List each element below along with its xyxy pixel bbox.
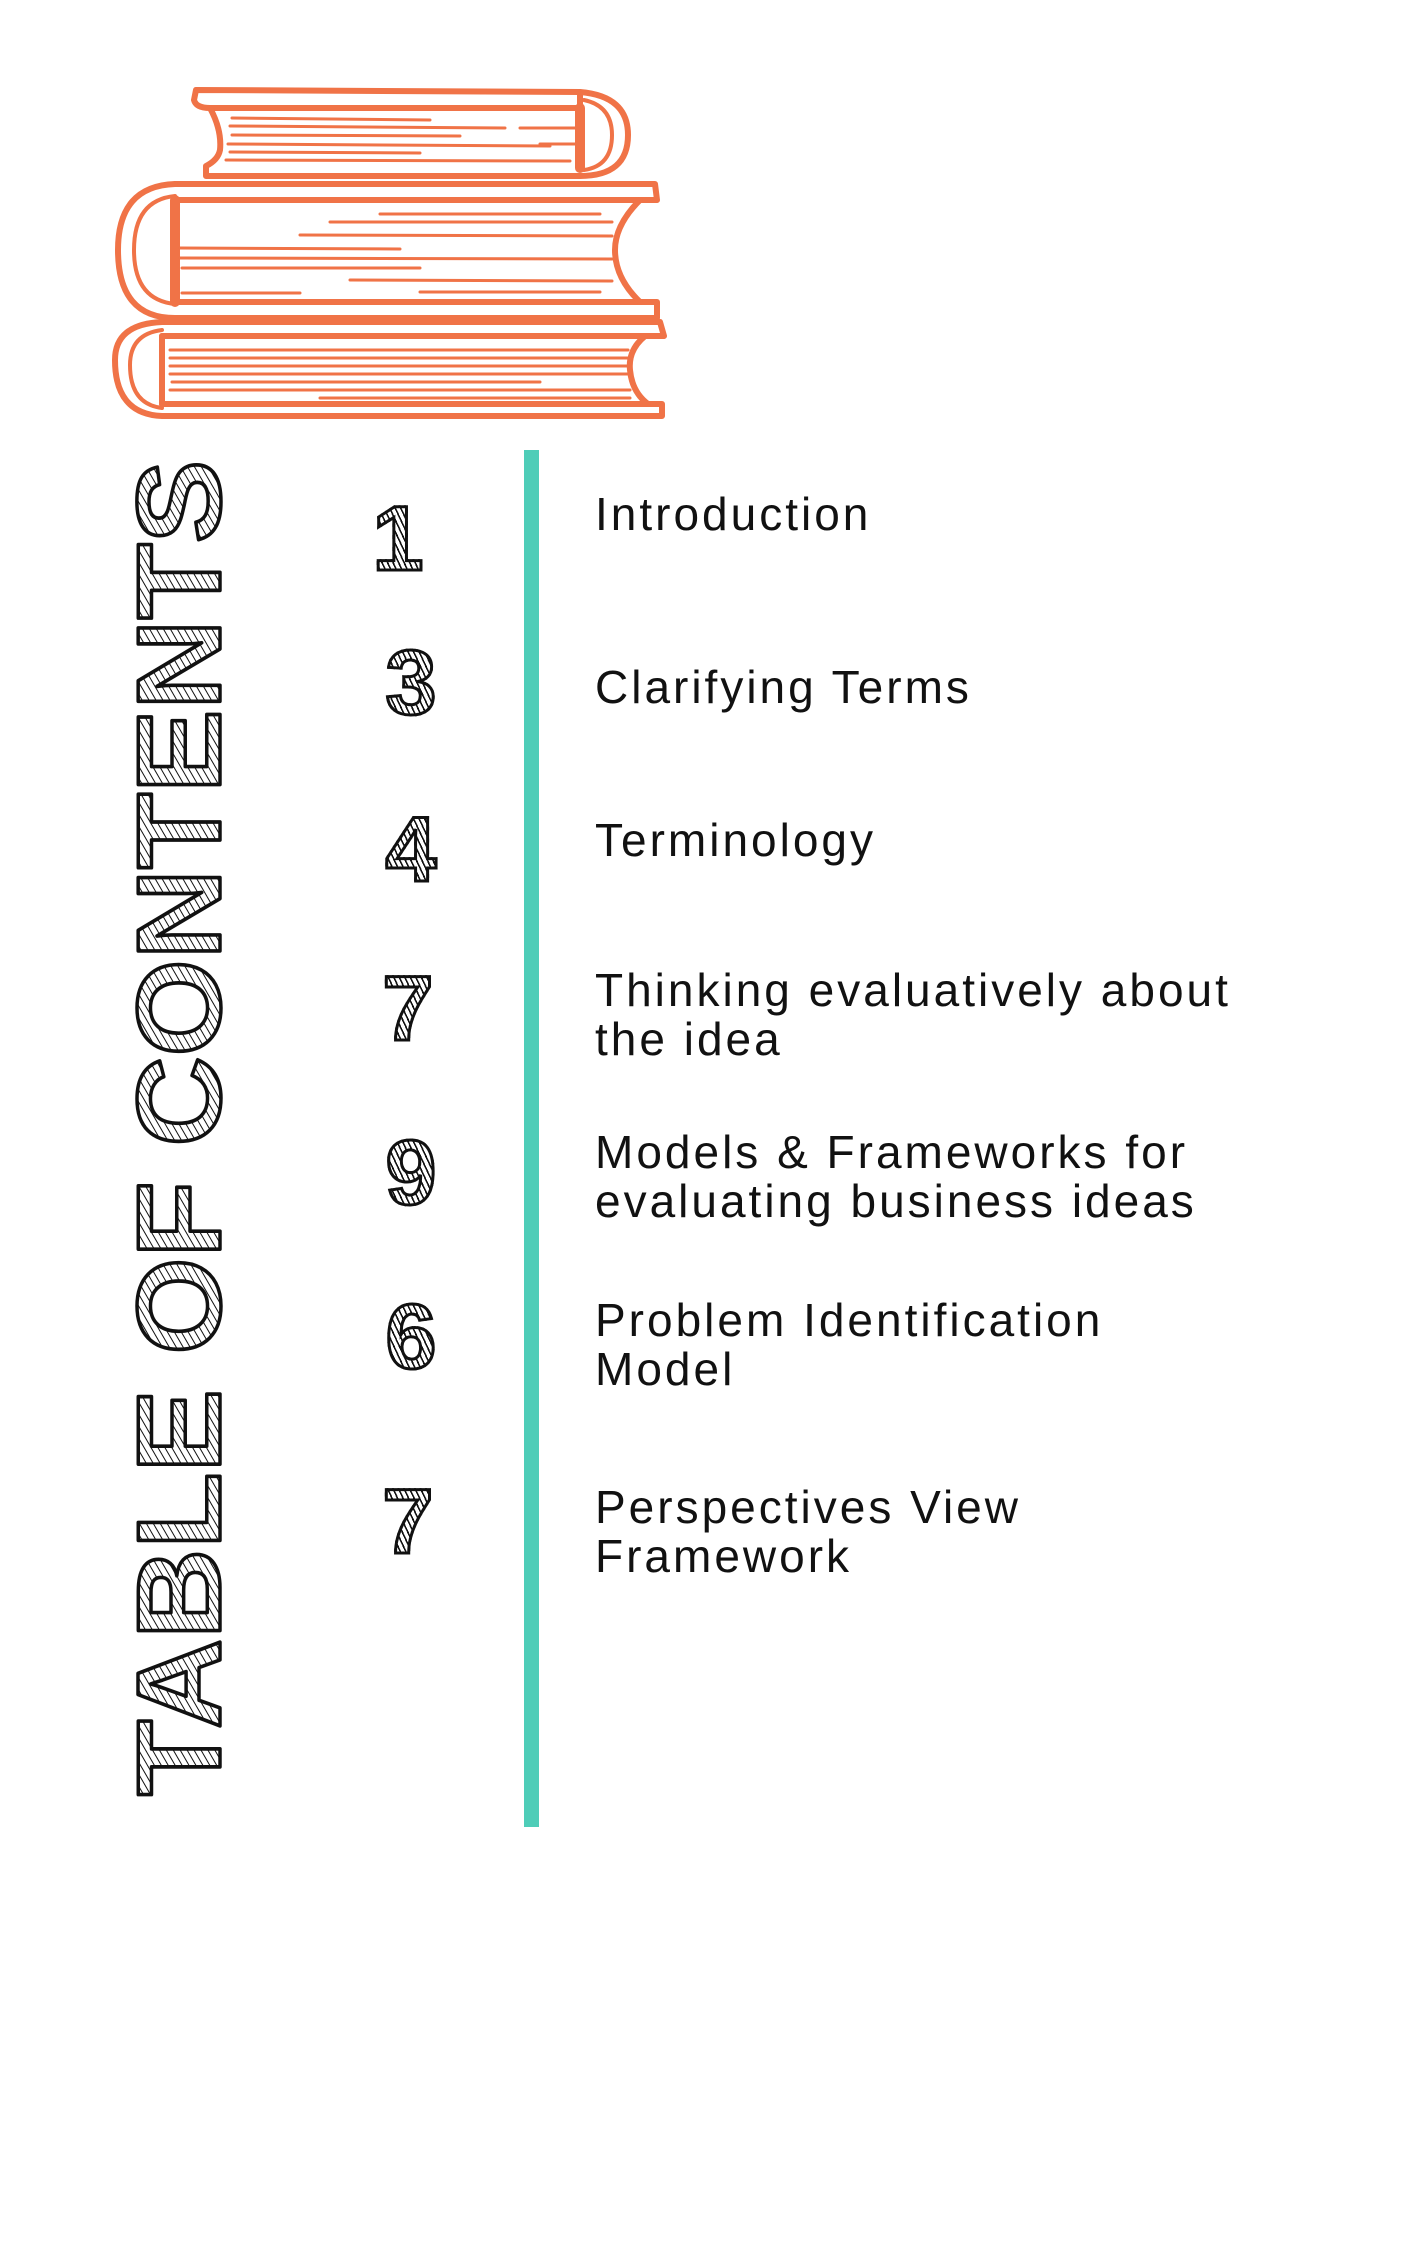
toc-entry-terminology[interactable]: Terminology (595, 814, 876, 866)
toc-entry-thinking-evaluatively[interactable]: Thinking evaluatively about the idea (595, 964, 1231, 1065)
toc-entry-introduction[interactable]: Introduction (595, 488, 872, 540)
stack-of-books-icon (112, 87, 667, 419)
toc-page-number: 7 (363, 962, 453, 1057)
toc-entry-models-frameworks[interactable]: Models & Frameworks for evaluating busin… (595, 1126, 1197, 1227)
toc-entry-clarifying-terms[interactable]: Clarifying Terms (595, 661, 972, 713)
toc-page-number: 1 (353, 492, 443, 587)
page-title: TABLE OF CONTENTS (113, 460, 246, 1796)
toc-page-number: 7 (363, 1475, 453, 1570)
toc-page-number: 6 (366, 1290, 456, 1385)
vertical-divider (524, 450, 539, 1827)
toc-page-number: 4 (366, 803, 456, 898)
toc-entry-problem-identification[interactable]: Problem Identification Model (595, 1294, 1104, 1395)
toc-page-number: 3 (366, 636, 456, 731)
toc-page-number: 9 (366, 1126, 456, 1221)
toc-entry-perspectives-view[interactable]: Perspectives View Framework (595, 1481, 1021, 1582)
